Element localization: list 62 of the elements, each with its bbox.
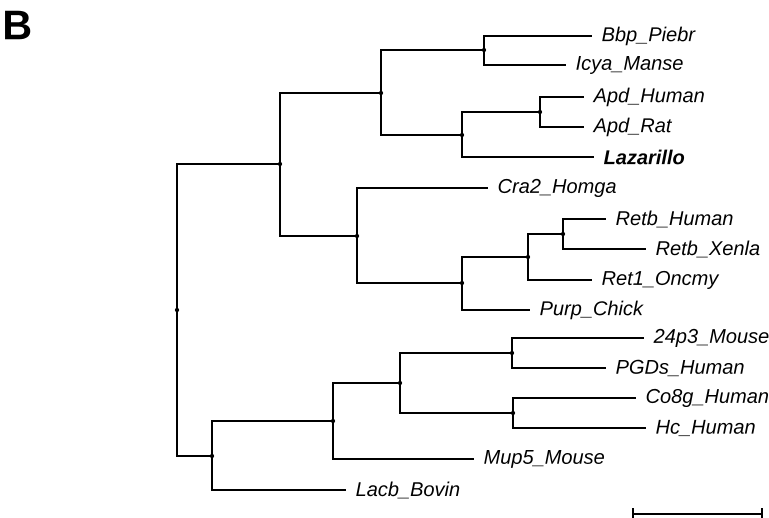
- branch-point: [378, 90, 384, 96]
- branch-point: [482, 48, 486, 52]
- taxon-label: Bbp_Piebr: [602, 26, 696, 46]
- tree-branch: [483, 35, 592, 50]
- tree-branch: [562, 218, 606, 234]
- taxon-label: 24p3_Mouse: [653, 328, 768, 348]
- taxon-label: Mup5_Mouse: [484, 450, 604, 468]
- taxon-label: Retb_Human: [616, 210, 732, 228]
- tree-branch: [380, 49, 484, 93]
- tree-branch: [332, 420, 474, 460]
- taxon-label: PGDs_Human: [616, 360, 744, 376]
- taxon-label: Hc_Human: [656, 420, 755, 436]
- taxon-label: Apd_Rat: [592, 118, 672, 136]
- tree-branch: [211, 456, 346, 491]
- taxon-label: Retb_Xenla: [656, 240, 760, 258]
- branch-point: [560, 232, 566, 236]
- tree-branch: [461, 283, 530, 311]
- branch-point: [510, 410, 516, 416]
- tree-branch: [176, 163, 280, 310]
- taxon-label: Purp_Chick: [540, 300, 644, 320]
- panel-letter: B: [5, 10, 30, 40]
- taxon-label: Ret1_Oncmy: [602, 270, 720, 290]
- tree-branch: [512, 412, 646, 429]
- tree-branch: [356, 236, 462, 284]
- taxon-label: Lacb_Bovin: [356, 482, 460, 498]
- tree-branch: [483, 50, 566, 66]
- tree-branch: [380, 93, 462, 136]
- tree-branch: [461, 135, 594, 158]
- tree-branch: [511, 353, 606, 369]
- tree-branch: [527, 233, 563, 257]
- branch-point: [174, 308, 180, 312]
- tree-branch: [539, 112, 584, 128]
- tree-branch: [211, 420, 333, 456]
- tree-branch: [279, 164, 357, 237]
- tree-branch: [527, 257, 592, 281]
- tree-branch: [539, 96, 584, 112]
- branch-point: [460, 132, 464, 138]
- tree-branch: [332, 382, 400, 421]
- taxon-label: Icya_Manse: [576, 56, 683, 74]
- branch-point: [354, 234, 360, 238]
- branch-point: [538, 110, 542, 114]
- tree-branch: [356, 187, 488, 236]
- tree-branch: [512, 397, 636, 413]
- branch-point: [398, 380, 402, 386]
- taxon-label: Apd_Human: [592, 88, 704, 106]
- tree-branch: [461, 256, 528, 283]
- branch-point: [460, 280, 464, 286]
- tree-branch: [511, 336, 644, 353]
- tree-branch: [279, 92, 381, 164]
- taxon-label: Cra2_Homga: [498, 178, 616, 198]
- tree-branch: [562, 234, 646, 250]
- tree-branch: [399, 352, 512, 383]
- taxon-label: Lazarillo: [604, 150, 684, 164]
- branch-point: [330, 418, 336, 424]
- branch-point: [526, 254, 530, 260]
- taxon-label: Co8g_Human: [646, 388, 768, 408]
- branch-point: [278, 162, 282, 166]
- tree-branch: [176, 310, 212, 457]
- branch-point: [210, 454, 214, 458]
- tree-branch: [461, 111, 540, 135]
- tree-branch: [399, 382, 513, 414]
- branch-point: [510, 350, 514, 356]
